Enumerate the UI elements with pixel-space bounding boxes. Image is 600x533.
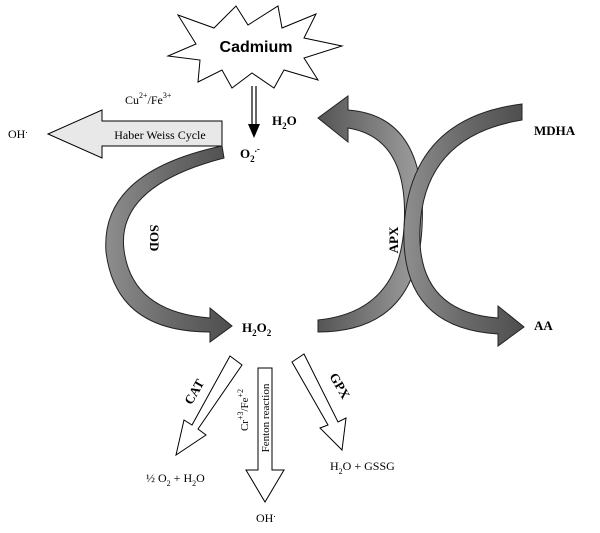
cadmium-starburst bbox=[166, 5, 344, 89]
cat-label: CAT bbox=[181, 376, 207, 407]
mdha-label: MDHA bbox=[534, 123, 576, 138]
apx-arc-mdha-to-aa bbox=[403, 103, 525, 347]
aa-label: AA bbox=[534, 318, 553, 333]
haber-weiss-arrow bbox=[46, 109, 223, 159]
gpx-arrow bbox=[291, 353, 347, 452]
haber-weiss-label: Haber Weiss Cycle bbox=[114, 128, 205, 142]
cat-products: ½ O2 + H2O bbox=[146, 471, 205, 488]
haber-weiss-catalyst: Cu2+/Fe3+ bbox=[125, 91, 172, 107]
hydroxyl-left-label: OH. bbox=[8, 125, 28, 141]
apx-arc-to-water bbox=[317, 95, 423, 333]
hydroxyl-bottom-label: OH. bbox=[256, 509, 276, 525]
fenton-catalyst: Cr+3/Fe+2 bbox=[236, 389, 251, 431]
water-top-label: H2O bbox=[272, 113, 297, 131]
gpx-products: H2O + GSSG bbox=[330, 459, 395, 476]
gpx-label: GPX bbox=[327, 370, 354, 402]
sod-label: SOD bbox=[147, 225, 162, 252]
superoxide-label: O2.- bbox=[240, 144, 260, 164]
sod-arc bbox=[105, 145, 233, 343]
apx-label: APX bbox=[386, 226, 401, 253]
cadmium-label: Cadmium bbox=[220, 39, 293, 56]
fenton-arrow bbox=[245, 367, 285, 503]
fenton-label: Fenton reaction bbox=[260, 383, 272, 452]
hydrogen-peroxide-label: H2O2 bbox=[242, 320, 272, 338]
cadmium-to-superoxide-arrow bbox=[248, 86, 260, 138]
cat-arrow bbox=[175, 355, 243, 457]
